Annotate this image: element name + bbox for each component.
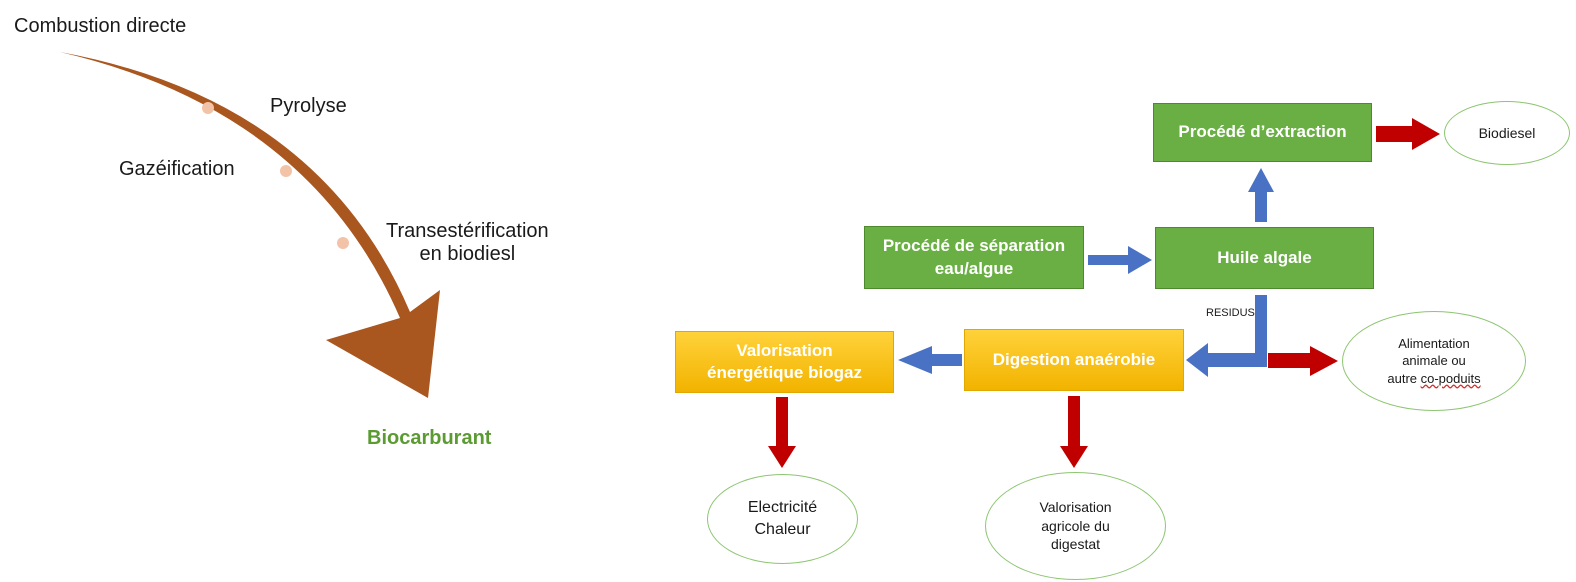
box-procede-separation: Procédé de séparation eau/algue [864,226,1084,289]
ellipse-alimentation-line3-prefix: autre [1387,370,1421,386]
curve-marker-pyrolyse [202,102,214,114]
conversion-curve-arrow [60,52,440,398]
label-transesterification-line2: en biodiesl [419,243,516,265]
arrow-separation-to-huile [1088,246,1152,274]
arrow-digestion-to-valorisation-agricole [1060,396,1088,468]
arrow-digestion-to-valorisation-biogaz [898,346,962,374]
label-residus: RESIDUS [1206,307,1255,319]
box-valorisation-biogaz-line2: énergétique biogaz [707,363,862,382]
ellipse-biodiesel: Biodiesel [1444,101,1570,165]
ellipse-valorisation-agricole-line1: Valorisation [1039,498,1112,515]
curve-marker-gazeification [280,165,292,177]
box-digestion-anaerobie: Digestion anaérobie [964,329,1184,391]
label-gazeification: Gazéification [119,158,235,180]
arrow-huile-to-extraction [1248,168,1274,222]
box-huile-algale-label: Huile algale [1217,247,1312,267]
ellipse-electricite-chaleur: Electricité Chaleur [707,474,858,564]
ellipse-valorisation-agricole: Valorisation agricole du digestat [985,472,1166,580]
box-huile-algale: Huile algale [1155,227,1374,289]
ellipse-alimentation-line3-misspelled: co-poduits [1420,370,1481,386]
label-pyrolyse: Pyrolyse [270,95,347,117]
label-transesterification-line1: Transestérification [386,220,549,242]
ellipse-alimentation-line2: animale ou [1402,353,1466,369]
ellipse-electricite-line1: Electricité [747,499,818,517]
ellipse-valorisation-agricole-line2: agricole du [1041,517,1110,534]
arrow-valorisation-biogaz-to-electricite [768,397,796,468]
box-valorisation-biogaz-line1: Valorisation [736,340,833,360]
ellipse-valorisation-agricole-line3: digestat [1050,536,1101,553]
box-procede-extraction-label: Procédé d’extraction [1178,122,1347,142]
box-procede-extraction: Procédé d’extraction [1153,103,1372,162]
arrow-extraction-to-biodiesel [1376,118,1440,150]
box-digestion-anaerobie-label: Digestion anaérobie [992,349,1156,369]
ellipse-biodiesel-label: Biodiesel [1478,124,1536,141]
ellipse-alimentation-line1: Alimentation [1398,335,1470,351]
box-procede-separation-line2: eau/algue [934,258,1014,278]
box-procede-separation-line1: Procédé de séparation [882,236,1066,256]
label-transesterification: Transestérification en biodiesl [386,220,549,266]
arrow-huile-residus-to-digestion [1186,295,1267,377]
ellipse-alimentation: Alimentation animale ou autre co-poduits [1342,311,1526,411]
ellipse-electricite-line2: Chaleur [754,521,811,538]
arrow-residus-to-alimentation [1268,346,1338,376]
label-combustion-directe: Combustion directe [14,15,187,37]
box-valorisation-biogaz: Valorisation énergétique biogaz [675,331,894,393]
curve-marker-transesterification [337,237,349,249]
ellipse-alimentation-line3: autre co-poduits [1387,370,1480,388]
label-biocarburant: Biocarburant [367,427,492,449]
